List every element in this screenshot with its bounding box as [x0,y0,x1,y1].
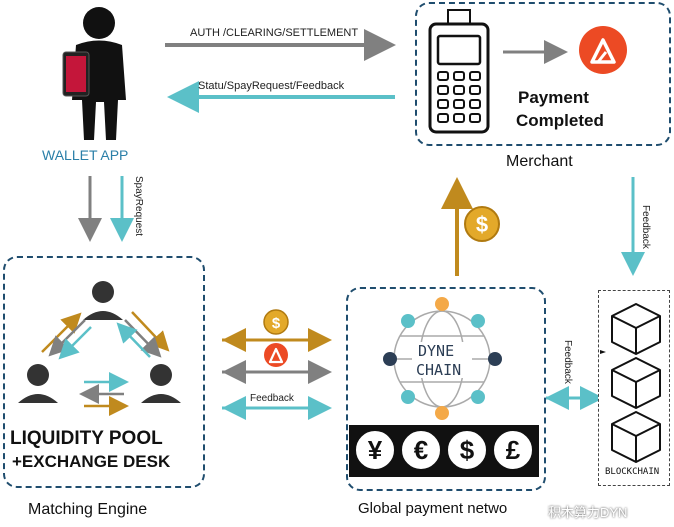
currency-row: ¥ € $ £ [354,429,536,473]
global-network-label: Global payment netwo [358,500,508,517]
status-label: Statu/SpayRequest/Feedback [198,80,345,92]
auth-label: AUTH /CLEARING/SETTLEMENT [190,27,359,39]
liquidity-pool-title: LIQUIDITY POOL [10,428,163,449]
spay-request-label: SpayRequest [133,176,144,237]
exchange-desk-title: +EXCHANGE DESK [12,452,171,471]
matching-engine-label: Matching Engine [28,501,148,518]
dyne-chain-line2: CHAIN [416,361,462,379]
network-feedback-label: Feedback [250,393,294,404]
payment-status-line2: Completed [516,111,604,130]
blockchain-feedback-label: Feedback [562,340,573,384]
yen-coin-icon: ¥ [354,429,396,471]
payment-status-line1: Payment [518,88,589,107]
merchant-feedback-label: Feedback [640,205,651,249]
wallet-label: WALLET APP [42,147,129,163]
watermark: 积木算力DYN [548,505,628,520]
pound-coin-icon: £ [492,429,534,471]
merchant-label: Merchant [506,153,573,170]
svg-text:$: $ [476,212,488,237]
blockchain-label: BLOCKCHAIN [605,467,660,477]
euro-coin-icon: € [400,429,442,471]
dyne-chain-line1: DYNE [418,342,455,360]
dollar-coin-currency-icon: $ [446,429,488,471]
svg-text:$: $ [272,315,281,332]
